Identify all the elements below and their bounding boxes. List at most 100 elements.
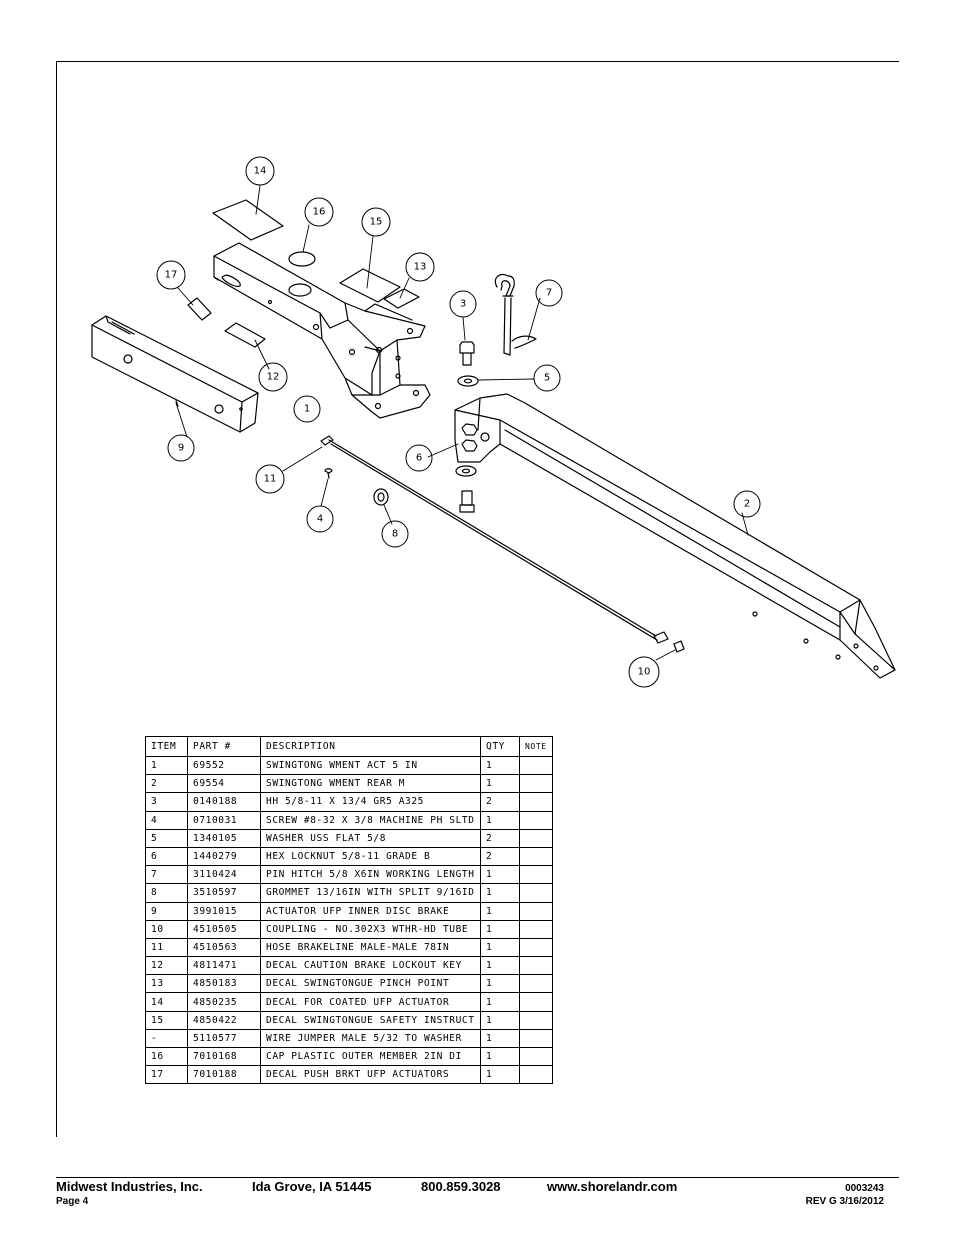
svg-text:13: 13 [414, 262, 427, 273]
cell-qty: 1 [480, 901, 520, 921]
cell-note [519, 974, 553, 994]
cell-note [519, 1065, 553, 1085]
cell-item: 4 [145, 810, 188, 830]
cell-description: ACTUATOR UFP INNER DISC BRAKE [260, 901, 481, 921]
cell-item: 6 [145, 846, 188, 867]
cell-item: - [145, 1028, 188, 1049]
cell-note [519, 992, 553, 1012]
footer-page-number: Page 4 [56, 1196, 89, 1207]
cell-note [519, 901, 553, 921]
cell-part-number: 0140188 [187, 792, 261, 812]
cell-qty: 1 [480, 865, 520, 885]
cell-qty: 1 [480, 774, 520, 794]
cell-description: HOSE BRAKELINE MALE-MALE 78IN [260, 937, 481, 958]
cell-description: DECAL CAUTION BRAKE LOCKOUT KEY [260, 956, 481, 976]
page-frame-top [56, 61, 899, 62]
cell-description: CAP PLASTIC OUTER MEMBER 2IN DI [260, 1046, 481, 1067]
svg-text:14: 14 [254, 166, 267, 177]
cell-part-number: 3510597 [187, 883, 261, 903]
balloon-13: 13 [405, 252, 435, 282]
leader-lines [175, 185, 749, 661]
svg-text:6: 6 [416, 453, 422, 464]
balloon-2: 2 [733, 490, 761, 518]
balloon-1: 1 [293, 395, 321, 423]
cell-qty: 1 [480, 755, 520, 776]
cell-qty: 1 [480, 919, 520, 939]
cell-note [519, 865, 553, 885]
coupling-10 [673, 640, 685, 653]
balloon-10: 10 [628, 656, 660, 688]
cell-item: 16 [145, 1046, 188, 1067]
cell-item: 5 [145, 828, 188, 848]
cell-description: DECAL FOR COATED UFP ACTUATOR [260, 992, 481, 1012]
cell-part-number: 0710031 [187, 810, 261, 830]
exploded-parts-diagram: 14 16 15 13 17 3 7 5 12 1 9 6 11 4 8 2 1… [91, 156, 896, 688]
svg-text:15: 15 [370, 217, 383, 228]
balloon-6: 6 [405, 444, 433, 472]
cell-part-number: 4811471 [187, 956, 261, 976]
cell-part-number: 4510563 [187, 937, 261, 958]
cell-qty: 2 [480, 828, 520, 848]
cell-qty: 1 [480, 810, 520, 830]
actuator-inner-9 [91, 315, 259, 433]
balloon-12: 12 [258, 362, 288, 392]
hitch-pin-7 [494, 273, 537, 356]
balloon-16: 16 [304, 197, 334, 227]
footer-city: Ida Grove, IA 51445 [252, 1179, 372, 1194]
cell-note [519, 919, 553, 939]
decal-12 [224, 322, 266, 348]
cell-description: DECAL PUSH BRKT UFP ACTUATORS [260, 1065, 481, 1085]
balloon-14: 14 [245, 156, 275, 186]
cell-note [519, 755, 553, 776]
svg-text:16: 16 [313, 207, 326, 218]
cell-note [519, 883, 553, 903]
header-part-number: PART # [187, 736, 261, 757]
header-note: NOTE [519, 736, 553, 757]
item-balloons: 14 16 15 13 17 3 7 5 12 1 9 6 11 4 8 2 1… [156, 156, 761, 688]
hex-locknut-6 [461, 423, 478, 452]
footer-rule [56, 1177, 899, 1178]
cell-description: DECAL SWINGTONGUE PINCH POINT [260, 974, 481, 994]
flat-washer-5 [455, 375, 479, 477]
cell-description: SWINGTONG WMENT REAR M [260, 774, 481, 794]
svg-text:7: 7 [546, 288, 552, 299]
cell-note [519, 846, 553, 867]
cell-note [519, 956, 553, 976]
screw-4 [324, 468, 333, 479]
cell-part-number: 69552 [187, 755, 261, 776]
balloon-8: 8 [381, 520, 409, 548]
balloon-4: 4 [306, 505, 334, 533]
cell-item: 10 [145, 919, 188, 939]
cell-description: HH 5/8-11 X 13/4 GR5 A325 [260, 792, 481, 812]
footer-website: www.shorelandr.com [547, 1179, 678, 1194]
cell-item: 17 [145, 1065, 188, 1085]
svg-text:4: 4 [317, 514, 323, 525]
balloon-7: 7 [535, 279, 563, 307]
cell-item: 7 [145, 865, 188, 885]
cell-description: PIN HITCH 5/8 X6IN WORKING LENGTH [260, 865, 481, 885]
cell-item: 14 [145, 992, 188, 1012]
cell-note [519, 810, 553, 830]
cell-part-number: 1340105 [187, 828, 261, 848]
balloon-11: 11 [255, 464, 285, 494]
cell-note [519, 1046, 553, 1067]
decal-13 [383, 288, 420, 309]
footer-phone: 800.859.3028 [421, 1179, 501, 1194]
svg-text:8: 8 [392, 529, 398, 540]
cell-description: HEX LOCKNUT 5/8-11 GRADE B [260, 846, 481, 867]
cell-description: WIRE JUMPER MALE 5/32 TO WASHER [260, 1028, 481, 1049]
svg-text:1: 1 [304, 404, 310, 415]
grommet-8 [373, 488, 389, 506]
cell-part-number: 69554 [187, 774, 261, 794]
